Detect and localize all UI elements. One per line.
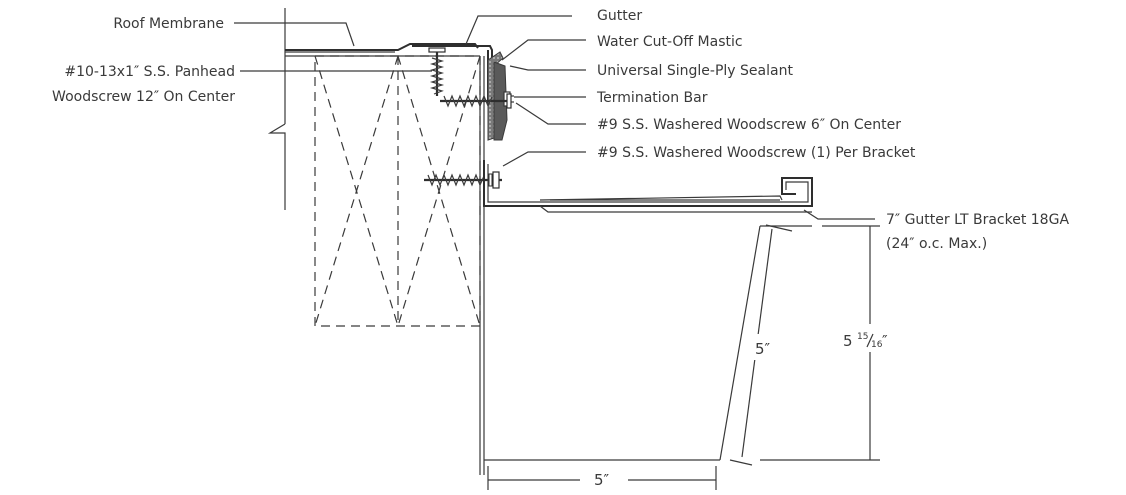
callout-leaders [234, 15, 875, 220]
bottom-width-dimension-label: 5″ [594, 471, 610, 489]
dimension-height: 5 15 16 ″ [760, 225, 906, 461]
label-gutter: Gutter [597, 8, 642, 24]
gutter-profile [483, 206, 812, 475]
washered-screw-lower-icon [424, 171, 502, 189]
label-water-cutoff-mastic: Water Cut-Off Mastic [597, 34, 743, 50]
label-bracket-line2: (24″ o.c. Max.) [886, 236, 987, 252]
panhead-screw-icon [428, 47, 446, 96]
label-panhead-screw-line2: Woodscrew 12″ On Center [52, 89, 235, 105]
height-dimension-whole: 5 [843, 332, 853, 350]
gutter-bracket [483, 160, 813, 213]
front-slant-dimension-label: 5″ [755, 340, 771, 358]
washered-screw-upper-icon [440, 93, 512, 109]
label-roof-membrane: Roof Membrane [113, 16, 224, 32]
label-termination-bar: Termination Bar [596, 90, 708, 106]
dimension-front-slant: 5″ [729, 224, 793, 466]
label-panhead-screw-line1: #10-13x1″ S.S. Panhead [64, 64, 235, 80]
height-dimension-unit: ″ [882, 332, 888, 350]
label-bracket-line1: 7″ Gutter LT Bracket 18GA [886, 212, 1069, 228]
label-single-ply-sealant: Universal Single-Ply Sealant [597, 63, 793, 79]
dimension-bottom-width: 5″ [487, 466, 717, 490]
label-washered-screw-per-bracket: #9 S.S. Washered Woodscrew (1) Per Brack… [597, 145, 916, 161]
height-dimension-numerator: 15 [857, 332, 868, 342]
wood-blocking [314, 55, 481, 327]
label-washered-screw-6oc: #9 S.S. Washered Woodscrew 6″ On Center [597, 117, 901, 133]
height-dimension-denominator: 16 [871, 340, 883, 350]
